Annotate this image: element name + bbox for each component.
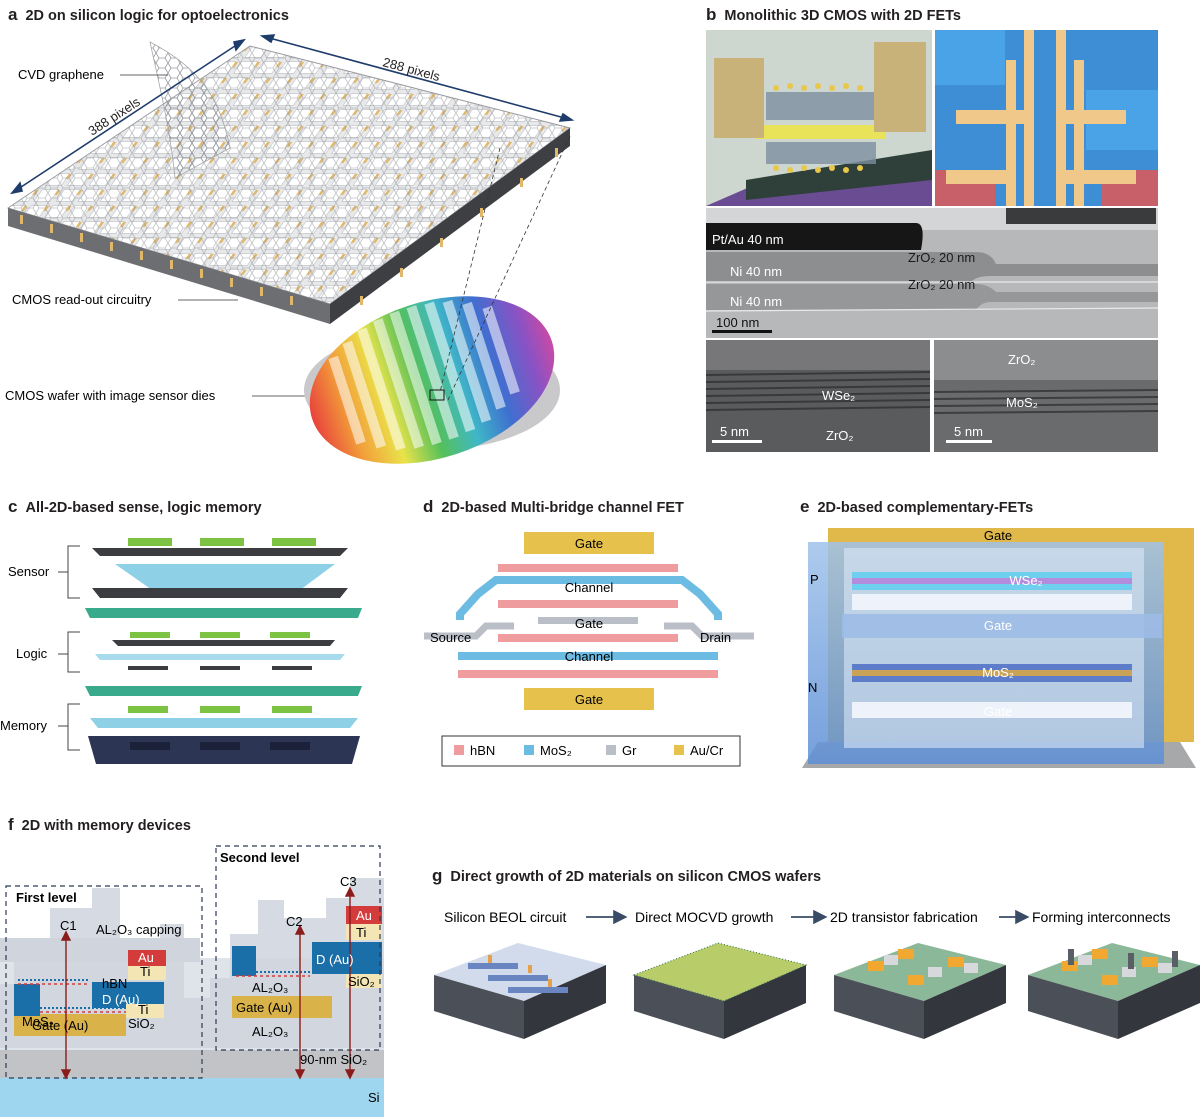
panel-f-figure: First level Second level C1 C2 C3 AL₂O₃ … [0, 838, 384, 1117]
tem-zro2-label-2: ZrO₂ 20 nm [908, 277, 975, 292]
logic-layer [95, 632, 345, 670]
hrtem-left-m1: WSe₂ [822, 388, 855, 403]
legend-label-1: MoS₂ [540, 743, 572, 758]
hrtem-right-m2: MoS₂ [1006, 395, 1038, 410]
sio2-2-label: SiO₂ [348, 974, 375, 989]
sio2-90-label: 90-nm SiO₂ [300, 1052, 367, 1067]
gate-au1-label: Gate (Au) [32, 1018, 88, 1033]
ti1-label: Ti [140, 964, 150, 979]
ti2-label: Ti [138, 1002, 148, 1017]
tem-zro2-label-1: ZrO₂ 20 nm [908, 250, 975, 265]
step-3-block [834, 943, 1006, 1039]
legend-swatch-2 [606, 745, 616, 755]
source-label: Source [430, 630, 471, 645]
gate-top-label: Gate [984, 528, 1012, 543]
legend-label-0: hBN [470, 743, 495, 758]
step-3-label: 2D transistor fabrication [830, 909, 978, 925]
c3-label: C3 [340, 874, 357, 889]
si-label: Si [368, 1090, 380, 1105]
al2o3-capping-label: AL₂O₃ capping [96, 922, 182, 937]
legend-label-2: Gr [622, 743, 637, 758]
sio2-1-label: SiO₂ [128, 1016, 155, 1031]
ti3-label: Ti [356, 925, 366, 940]
al2o3-b-label: AL₂O₃ [252, 1024, 288, 1039]
si-substrate [0, 1078, 384, 1117]
hrtem-left-scale: 5 nm [720, 424, 749, 439]
step-2-label: Direct MOCVD growth [635, 909, 773, 925]
channel-bot-label: Channel [565, 649, 614, 664]
step-4-label: Forming interconnects [1032, 909, 1171, 925]
gate-bottom-label: Gate [575, 692, 603, 707]
mos2-label: MoS₂ [982, 665, 1014, 680]
panel-g-figure: Silicon BEOL circuit Direct MOCVD growth… [428, 905, 1200, 1055]
d-au1-label: D (Au) [102, 992, 140, 1007]
gate-mid-label: Gate [575, 616, 603, 631]
panel-c-figure: Sensor Logic Memory [0, 528, 380, 778]
d-au2-label: D (Au) [316, 952, 354, 967]
hrtem-left-m2: ZrO₂ [826, 428, 853, 443]
c2-label: C2 [286, 914, 303, 929]
hbn-label: hBN [102, 976, 127, 991]
memory-layer [88, 706, 360, 764]
gate-bot-label: Gate [984, 704, 1012, 719]
second-level-label: Second level [220, 850, 299, 865]
n-label: N [808, 680, 817, 695]
c1-label: C1 [60, 918, 77, 933]
p-label: P [810, 572, 819, 587]
memory-label: Memory [0, 718, 47, 733]
tem-ni1-label: Ni 40 nm [730, 264, 782, 279]
tem-pt-label: Pt/Au 40 nm [712, 232, 784, 247]
tem-ni2-label: Ni 40 nm [730, 294, 782, 309]
panel-e-figure: Gate WSe₂ Gate MoS₂ Gate P N [802, 528, 1196, 770]
first-level-label: First level [16, 890, 77, 905]
panel-b-figure: Pt/Au 40 nm Ni 40 nm Ni 40 nm ZrO₂ 20 nm… [706, 30, 1158, 452]
gate-mid-label: Gate [984, 618, 1012, 633]
wafer-label: CMOS wafer with image sensor dies [5, 388, 216, 403]
legend-swatch-3 [674, 745, 684, 755]
step-4-block [1028, 943, 1200, 1039]
graphene-label: CVD graphene [18, 67, 104, 82]
legend-label-3: Au/Cr [690, 743, 724, 758]
legend-swatch-1 [524, 745, 534, 755]
readout-label: CMOS read-out circuitry [12, 292, 152, 307]
drain-label: Drain [700, 630, 731, 645]
au2-label: Au [356, 908, 372, 923]
tem-scale-label: 100 nm [716, 315, 759, 330]
al2o3-a-label: AL₂O₃ [252, 980, 288, 995]
gate-top-label: Gate [575, 536, 603, 551]
channel-top-label: Channel [565, 580, 614, 595]
step-1-label: Silicon BEOL circuit [444, 909, 567, 925]
interlayer-1 [85, 608, 362, 618]
panel-d-figure: Gate Channel Gate Source Drain Channel G… [420, 528, 760, 768]
step-1-block [434, 943, 606, 1039]
legend-swatch-0 [454, 745, 464, 755]
step-2-block [634, 943, 806, 1039]
panel-a-figure: 388 pixels 288 pixels CVD graphene CMOS … [0, 28, 700, 478]
hrtem-right-scale: 5 nm [954, 424, 983, 439]
sensor-layer [92, 538, 348, 598]
au1-label: Au [138, 950, 154, 965]
sensor-label: Sensor [8, 564, 50, 579]
logic-label: Logic [16, 646, 48, 661]
hrtem-right-m1: ZrO₂ [1008, 352, 1035, 367]
gate-au2-label: Gate (Au) [236, 1000, 292, 1015]
wse2-label: WSe₂ [1009, 573, 1042, 588]
dim-right-label: 288 pixels [381, 54, 442, 84]
interlayer-2 [85, 686, 362, 696]
